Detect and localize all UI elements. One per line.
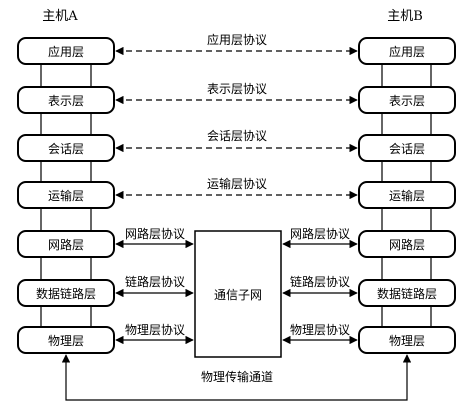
host-a-layer-application-label: 应用层	[48, 44, 84, 59]
host-a-subnet-protocols: 网路层协议 链路层协议 物理层协议	[115, 226, 194, 345]
host-b-layer-network: 网路层	[358, 230, 456, 258]
host-a-protocol-datalink: 链路层协议	[115, 274, 194, 298]
host-b-layer-network-label: 网路层	[389, 237, 425, 252]
protocol-application-label: 应用层协议	[207, 32, 267, 47]
protocol-presentation-label: 表示层协议	[207, 81, 267, 96]
host-b-layer-presentation-label: 表示层	[389, 94, 425, 108]
host-b-protocol-network: 网路层协议	[282, 226, 358, 249]
host-b-layer-application: 应用层	[358, 37, 456, 65]
host-b-layer-physical-label: 物理层	[389, 334, 425, 348]
host-b-layer-presentation: 表示层	[358, 86, 456, 114]
host-b-layer-application-label: 应用层	[389, 44, 425, 59]
host-b-layer-datalink-label: 数据链路层	[377, 286, 437, 301]
host-a-protocol-network: 网路层协议	[115, 226, 194, 249]
host-b-protocol-physical: 物理层协议	[282, 322, 358, 345]
host-a-layer-datalink: 数据链路层	[17, 279, 115, 307]
host-a-layer-session-label: 会话层	[48, 142, 84, 156]
protocol-transport-label: 运输层协议	[207, 176, 267, 191]
host-b-title: 主机B	[387, 9, 423, 24]
host-a-layer-physical: 物理层	[17, 326, 115, 354]
protocol-session: 会话层协议	[115, 128, 358, 153]
host-b-protocol-physical-label: 物理层协议	[290, 322, 350, 337]
peer-protocols: 应用层协议 表示层协议 会话层协议 运输层协议	[115, 32, 358, 200]
host-a-layer-physical-label: 物理层	[48, 334, 84, 348]
host-b-subnet-protocols: 网路层协议 链路层协议 物理层协议	[282, 226, 358, 345]
host-b-layer-transport: 运输层	[358, 181, 456, 209]
host-b-layer-session: 会话层	[358, 134, 456, 162]
host-a-layer-transport-label: 运输层	[48, 188, 84, 203]
host-b-stack: 应用层 表示层 会话层 运输层 网路层 数据链路层 物理层	[358, 37, 456, 354]
host-b-layer-physical: 物理层	[358, 326, 456, 354]
host-a-layer-network-label: 网路层	[48, 237, 84, 252]
physical-transmission-label: 物理传输通道	[201, 369, 273, 384]
host-a-stack: 应用层 表示层 会话层 运输层 网路层 数据链路层 物理层	[17, 37, 115, 354]
host-a-protocol-physical-label: 物理层协议	[125, 322, 185, 337]
host-b-protocol-network-label: 网路层协议	[290, 226, 350, 241]
protocol-session-label: 会话层协议	[207, 128, 267, 143]
host-b-layer-session-label: 会话层	[389, 142, 425, 156]
protocol-presentation: 表示层协议	[115, 81, 358, 105]
host-b-protocol-datalink-label: 链路层协议	[290, 274, 350, 289]
protocol-transport: 运输层协议	[115, 176, 358, 200]
host-b-layer-transport-label: 运输层	[389, 188, 425, 203]
physical-transmission-channel: 物理传输通道	[61, 354, 412, 401]
host-a-layer-transport: 运输层	[17, 181, 115, 209]
host-b-protocol-datalink: 链路层协议	[282, 274, 358, 298]
communication-subnet-label: 通信子网	[214, 288, 262, 302]
host-a-protocol-physical: 物理层协议	[115, 322, 194, 345]
host-a-layer-presentation-label: 表示层	[48, 94, 84, 108]
communication-subnet: 通信子网	[194, 230, 282, 358]
host-a-title: 主机A	[42, 9, 78, 24]
protocol-application: 应用层协议	[115, 32, 358, 56]
host-a-layer-session: 会话层	[17, 134, 115, 162]
host-a-layer-datalink-label: 数据链路层	[36, 286, 96, 301]
host-a-protocol-network-label: 网路层协议	[125, 226, 185, 241]
host-a-layer-application: 应用层	[17, 37, 115, 65]
host-a-layer-presentation: 表示层	[17, 86, 115, 114]
host-a-protocol-datalink-label: 链路层协议	[125, 274, 185, 289]
host-a-layer-network: 网路层	[17, 230, 115, 258]
host-b-layer-datalink: 数据链路层	[358, 279, 456, 307]
